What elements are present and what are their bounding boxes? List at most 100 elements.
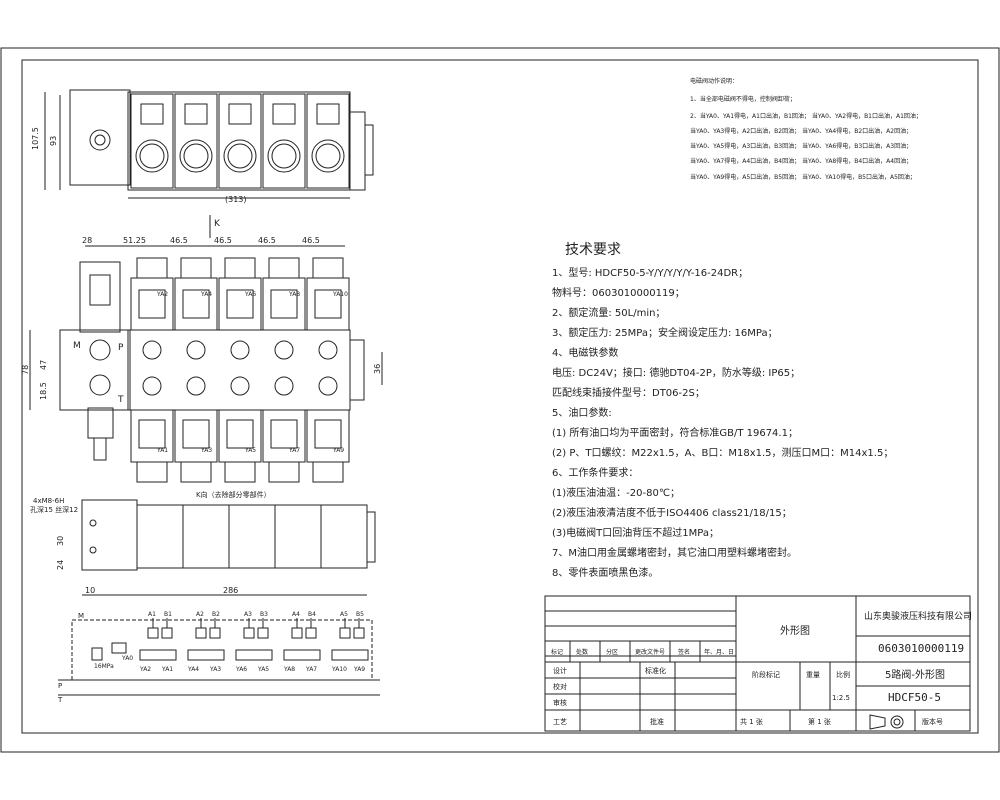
front-top-coil <box>226 289 254 319</box>
tech-line-6: 电压: DC24V；接口: 德驰DT04-2P，防水等级: IP65； <box>552 366 800 379</box>
schem-check-b <box>209 627 221 639</box>
schem-port-a: A2 <box>196 611 204 618</box>
front-top-connector <box>224 257 256 279</box>
port-p-label: P <box>118 343 124 353</box>
tech-line-5: 4、电磁铁参数 <box>552 346 618 359</box>
tech-line-4: 3、额定压力: 25MPa；安全阀设定压力: 16MPa； <box>552 326 778 339</box>
dim-30: 30 <box>56 536 65 546</box>
front-bottom-coil <box>270 419 298 449</box>
spacing-dim: 51.25 <box>123 236 146 245</box>
tb-name: 5路阀-外形图 <box>885 668 945 681</box>
dim-10: 10 <box>85 586 95 595</box>
outer-border <box>0 47 1000 753</box>
front-port-b <box>230 376 250 396</box>
front-solenoid-label-top: YA8 <box>288 291 300 298</box>
front-bottom-connector <box>180 461 212 483</box>
spacing-dim: 46.5 <box>258 236 276 245</box>
schem-check-a <box>195 627 207 639</box>
schem-ya-right: YA3 <box>209 666 221 673</box>
schem-ya-right: YA9 <box>353 666 365 673</box>
schem-check-b <box>161 627 173 639</box>
schem-p: P <box>58 682 62 690</box>
front-top-coil <box>138 289 166 319</box>
top-section-body <box>174 93 218 189</box>
schem-port-a: A3 <box>244 611 252 618</box>
front-bottom-connector <box>312 461 344 483</box>
tb-col-zone: 分区 <box>606 648 618 656</box>
schem-spool <box>283 649 321 661</box>
front-bottom-connector <box>136 461 168 483</box>
tb-sheets: 共 1 张 <box>740 717 763 726</box>
notes-line-4: 当YA0、YA5得电，A3口出油，B3回油； 当YA0、YA6得电，B3口出油，… <box>690 142 912 150</box>
schem-port-a: A4 <box>292 611 300 618</box>
front-bottom-solenoid <box>130 409 174 463</box>
front-solenoid-label-top: YA10 <box>332 291 348 298</box>
tb-review: 审核 <box>553 698 567 707</box>
schem-port-b: B5 <box>356 611 364 618</box>
front-solenoid-label-bottom: YA9 <box>332 447 344 454</box>
dim-18-5: 18.5 <box>39 382 48 400</box>
top-coil-inner <box>271 143 297 169</box>
front-port-a <box>230 340 250 360</box>
front-port-a <box>274 340 294 360</box>
top-height-dim-2: 93 <box>49 136 58 146</box>
notes-line-5: 当YA0、YA7得电，A4口出油，B4回油； 当YA0、YA8得电，B4口出油，… <box>690 157 912 165</box>
dim-78: 78 <box>21 365 30 375</box>
front-bottom-solenoid <box>262 409 306 463</box>
actuation-notes: 电磁阀动作说明： 1、当全部电磁阀不得电，控制阀卸荷； 2、当YA0、YA1得电… <box>690 77 922 181</box>
schem-spool <box>187 649 225 661</box>
tb-approve: 批准 <box>650 717 664 726</box>
front-top-solenoid <box>262 277 306 331</box>
top-section-body <box>130 93 174 189</box>
spacing-dim: 28 <box>82 236 92 245</box>
tb-design: 设计 <box>553 666 567 675</box>
front-port-a <box>142 340 162 360</box>
tb-craft: 工艺 <box>553 718 567 726</box>
inner-border <box>21 59 979 734</box>
spacing-dim: 46.5 <box>214 236 232 245</box>
tb-weight: 重量 <box>806 671 820 679</box>
top-section-body <box>306 93 350 189</box>
schem-ya-left: YA6 <box>235 666 247 673</box>
schem-check-b <box>353 627 365 639</box>
schem-check-a <box>147 627 159 639</box>
front-top-connector <box>312 257 344 279</box>
port-t-label: T <box>117 395 124 405</box>
schem-port-b: B3 <box>260 611 268 618</box>
schem-ya-left: YA2 <box>139 666 151 673</box>
top-coil <box>311 139 345 173</box>
dim-36: 36 <box>373 364 382 374</box>
front-top-connector <box>268 257 300 279</box>
spacing-dim: 46.5 <box>170 236 188 245</box>
front-bottom-solenoid <box>174 409 218 463</box>
schem-check-a <box>243 627 255 639</box>
front-solenoid-label-bottom: YA1 <box>156 447 168 454</box>
spacing-dim: 46.5 <box>302 236 320 245</box>
front-bottom-solenoid <box>218 409 262 463</box>
front-top-solenoid <box>174 277 218 331</box>
title-block: 外形图 山东奥骏液压科技有限公司 0603010000119 5路阀-外形图 H… <box>544 595 972 732</box>
top-height-dim-1: 107.5 <box>31 127 40 150</box>
schem-check-a <box>291 627 303 639</box>
tb-col-count: 处数 <box>576 648 588 656</box>
port-m-label: M <box>73 341 81 351</box>
top-coil <box>267 139 301 173</box>
top-coil-inner <box>315 143 341 169</box>
front-port-b <box>274 376 294 396</box>
front-top-connector <box>180 257 212 279</box>
front-solenoid-label-bottom: YA5 <box>244 447 256 454</box>
tech-line-16: 8、零件表面喷黑色漆。 <box>552 566 658 579</box>
schem-m: M <box>78 612 84 620</box>
tb-part-no: 0603010000119 <box>878 642 964 655</box>
schem-ya-right: YA5 <box>257 666 269 673</box>
front-top-solenoid <box>306 277 350 331</box>
front-bottom-coil <box>314 419 342 449</box>
notes-line-2: 2、当YA0、YA1得电，A1口出油，B1回油； 当YA0、YA2得电，B1口出… <box>690 112 922 120</box>
front-solenoid-label-top: YA2 <box>156 291 168 298</box>
schem-spool <box>331 649 369 661</box>
schem-ya0: YA0 <box>121 655 133 662</box>
tb-stage-mark: 阶段标记 <box>752 670 780 679</box>
schem-ya-left: YA10 <box>331 666 347 673</box>
tb-sheet: 第 1 张 <box>808 717 831 726</box>
